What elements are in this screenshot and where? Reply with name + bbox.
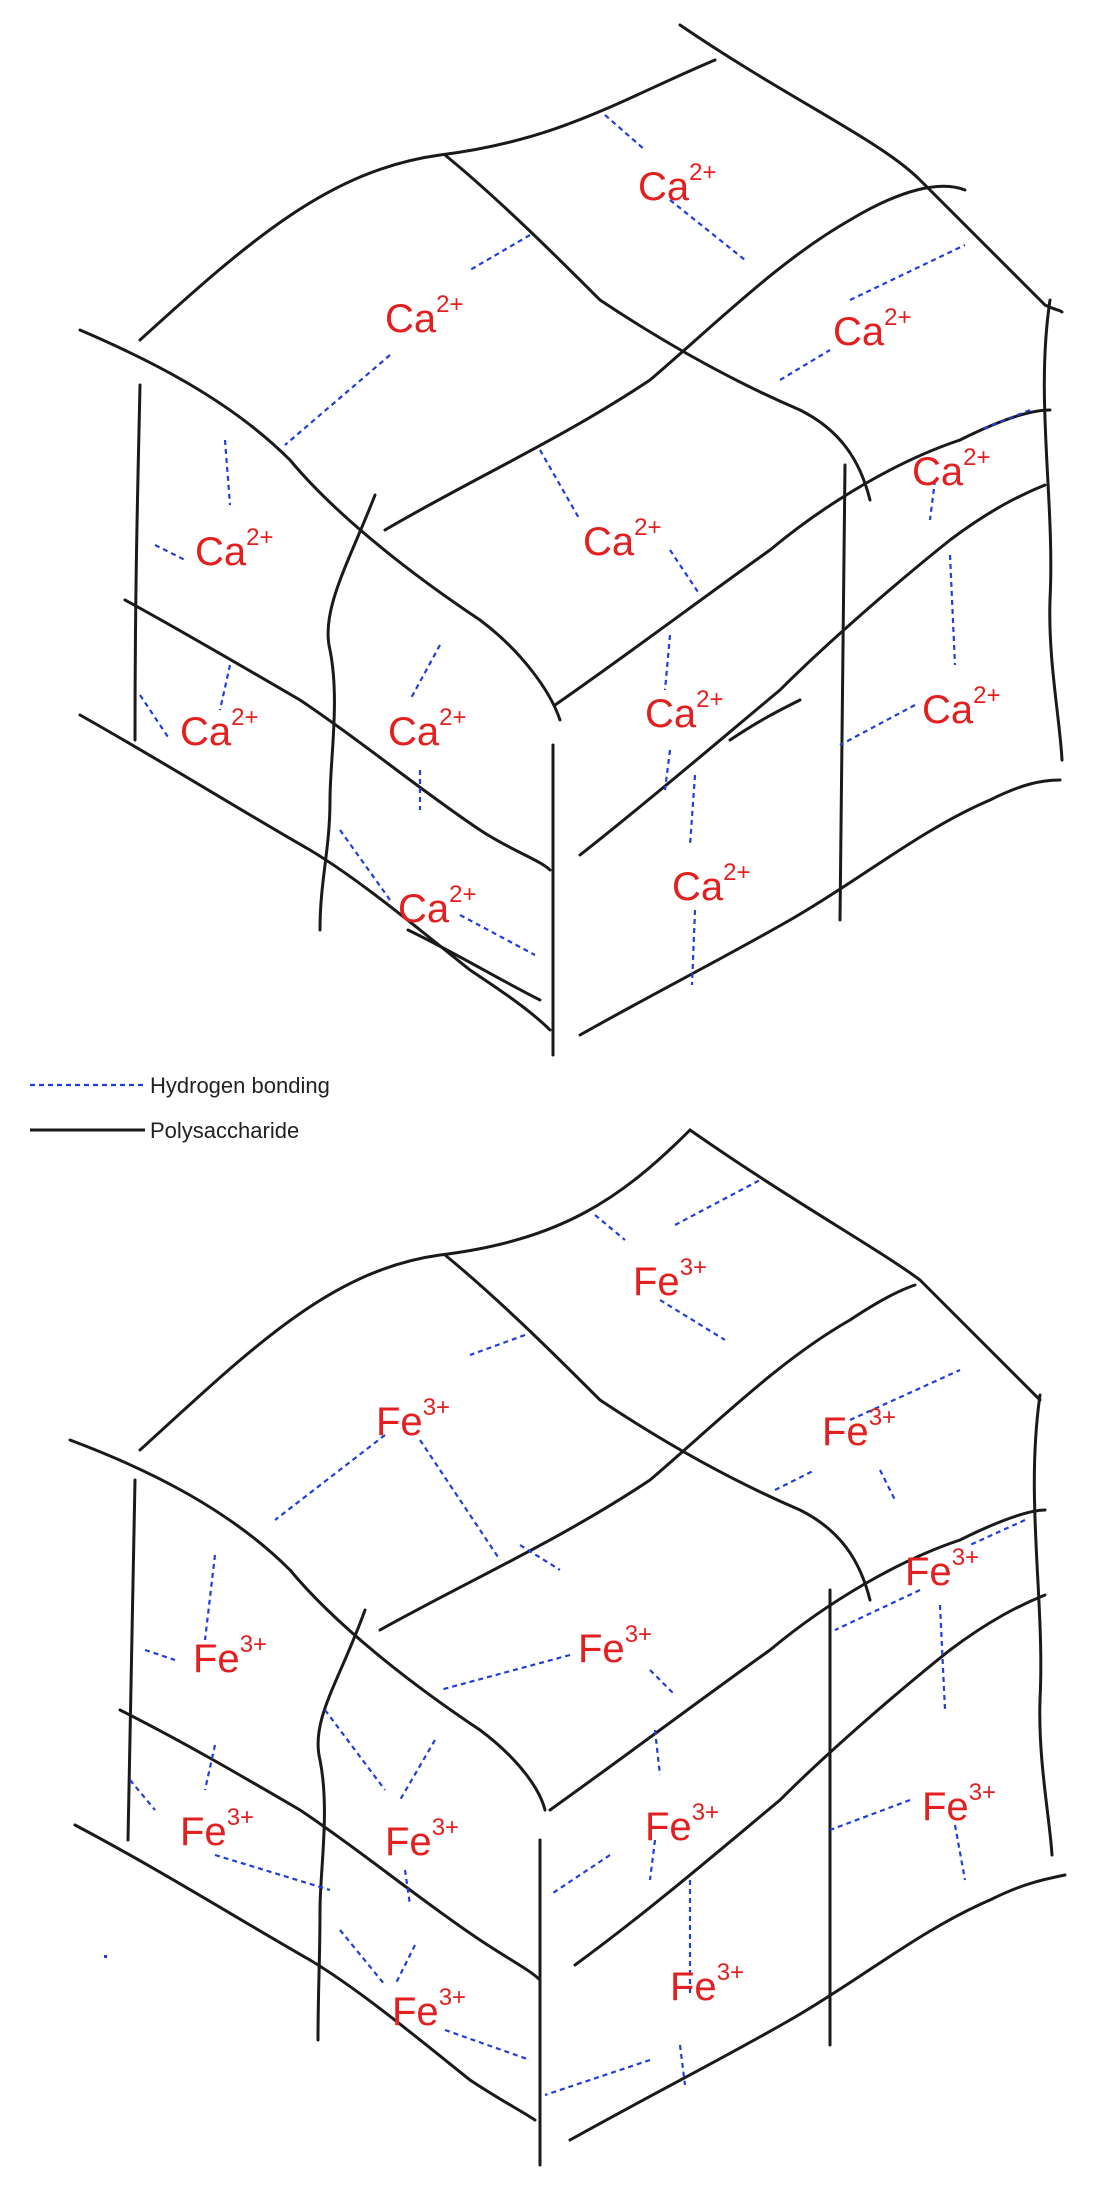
ion-label: Fe3+ [392, 1984, 466, 2034]
ion-label: Fe3+ [376, 1394, 450, 1444]
ion-label: Fe3+ [385, 1814, 459, 1864]
ion-label: Ca2+ [922, 682, 1001, 732]
fe-network-panel: Fe3+ Fe3+ Fe3+ Fe3+ Fe3+ Fe3+ Fe3+ Fe3+ … [68, 1128, 1067, 2167]
ion-label: Fe3+ [633, 1254, 707, 1304]
legend-label-hydrogen: Hydrogen bonding [150, 1073, 330, 1098]
ion-label: Ca2+ [672, 859, 751, 909]
ion-label: Ca2+ [638, 159, 717, 209]
hydrogen-bonds [129, 1179, 1026, 2097]
ion-label: Ca2+ [398, 881, 477, 931]
legend-label-polysaccharide: Polysaccharide [150, 1118, 299, 1143]
ion-label: Ca2+ [385, 291, 464, 341]
ca-network-panel: Ca2+ Ca2+ Ca2+ Ca2+ Ca2+ Ca2+ Ca2+ Ca2+ … [78, 23, 1064, 1057]
legend: Hydrogen bonding Polysaccharide [30, 1073, 330, 1143]
ion-label: Fe3+ [905, 1544, 979, 1594]
legend-hydrogen-bonding: Hydrogen bonding [30, 1073, 330, 1098]
ion-label: Ca2+ [583, 514, 662, 564]
ion-label: Ca2+ [195, 524, 274, 574]
ion-label: Fe3+ [180, 1804, 254, 1854]
polysaccharide-chains [78, 23, 1064, 1057]
legend-polysaccharide: Polysaccharide [30, 1118, 299, 1143]
ion-label: Fe3+ [578, 1621, 652, 1671]
stray-dot [104, 1955, 107, 1958]
ion-label: Fe3+ [193, 1631, 267, 1681]
hydrogen-bonds [139, 114, 1031, 986]
ion-label: Ca2+ [180, 704, 259, 754]
ion-label: Fe3+ [922, 1779, 996, 1829]
polysaccharide-chains [68, 1128, 1067, 2167]
ion-label: Ca2+ [388, 704, 467, 754]
ion-label: Fe3+ [822, 1404, 896, 1454]
ion-label: Fe3+ [645, 1799, 719, 1849]
ion-labels: Fe3+ Fe3+ Fe3+ Fe3+ Fe3+ Fe3+ Fe3+ Fe3+ … [180, 1254, 996, 2034]
ion-labels: Ca2+ Ca2+ Ca2+ Ca2+ Ca2+ Ca2+ Ca2+ Ca2+ … [180, 159, 1001, 931]
ion-label: Ca2+ [912, 444, 991, 494]
ion-label: Ca2+ [645, 686, 724, 736]
ion-label: Ca2+ [833, 304, 912, 354]
ion-label: Fe3+ [670, 1959, 744, 2009]
